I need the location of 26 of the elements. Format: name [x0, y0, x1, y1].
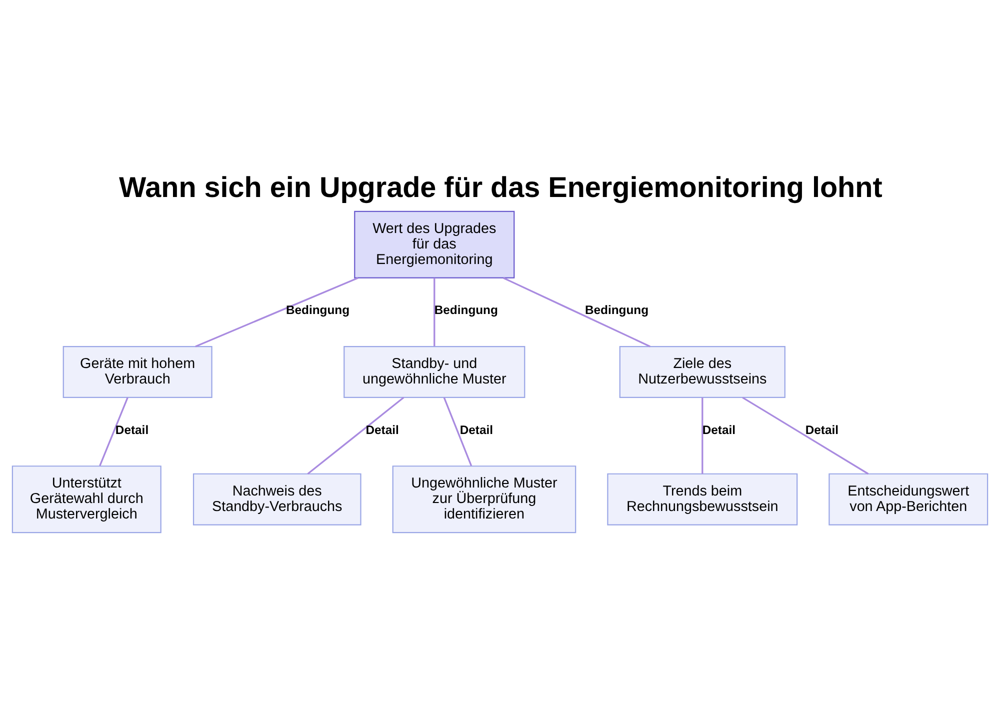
connector	[307, 396, 404, 474]
edge-label: Detail	[805, 422, 839, 436]
diagram-title: Wann sich ein Upgrade für das Energiemonitoring lohnt	[119, 171, 882, 204]
connector	[702, 397, 704, 474]
node-box: Geräte mit hohem Verbrauch	[62, 345, 212, 398]
edge-label: Detail	[702, 422, 736, 436]
connector	[434, 277, 436, 346]
edge-label: Detail	[366, 422, 399, 436]
node-box: Nachweis des Standby-Verbrauchs	[192, 472, 362, 525]
edge-label: Bedingung	[434, 302, 498, 317]
edge-label: Bedingung	[286, 302, 350, 317]
edge-label: Detail	[460, 422, 494, 436]
edge-label: Bedingung	[585, 302, 649, 317]
connector	[195, 276, 358, 347]
connector	[742, 396, 869, 474]
connector	[99, 396, 128, 466]
node-box: Ungewöhnliche Muster zur Überprüfung identifizieren	[392, 465, 576, 533]
node-box: Ziele des Nutzerbewusstseins	[619, 345, 786, 398]
connector	[443, 396, 472, 466]
node-box: Unterstützt Gerätewahl durch Mustervergleich	[12, 465, 162, 533]
node-box: Standby- und ungewöhnliche Muster	[344, 345, 526, 398]
node-box: Entscheidungswert von App-Berichten	[828, 472, 988, 525]
edge-label: Detail	[115, 422, 149, 436]
node-box: Trends beim Rechnungsbewusstsein	[607, 472, 798, 525]
node-box: Wert des Upgrades für das Energiemonitoring	[354, 210, 515, 278]
connector	[503, 276, 650, 347]
